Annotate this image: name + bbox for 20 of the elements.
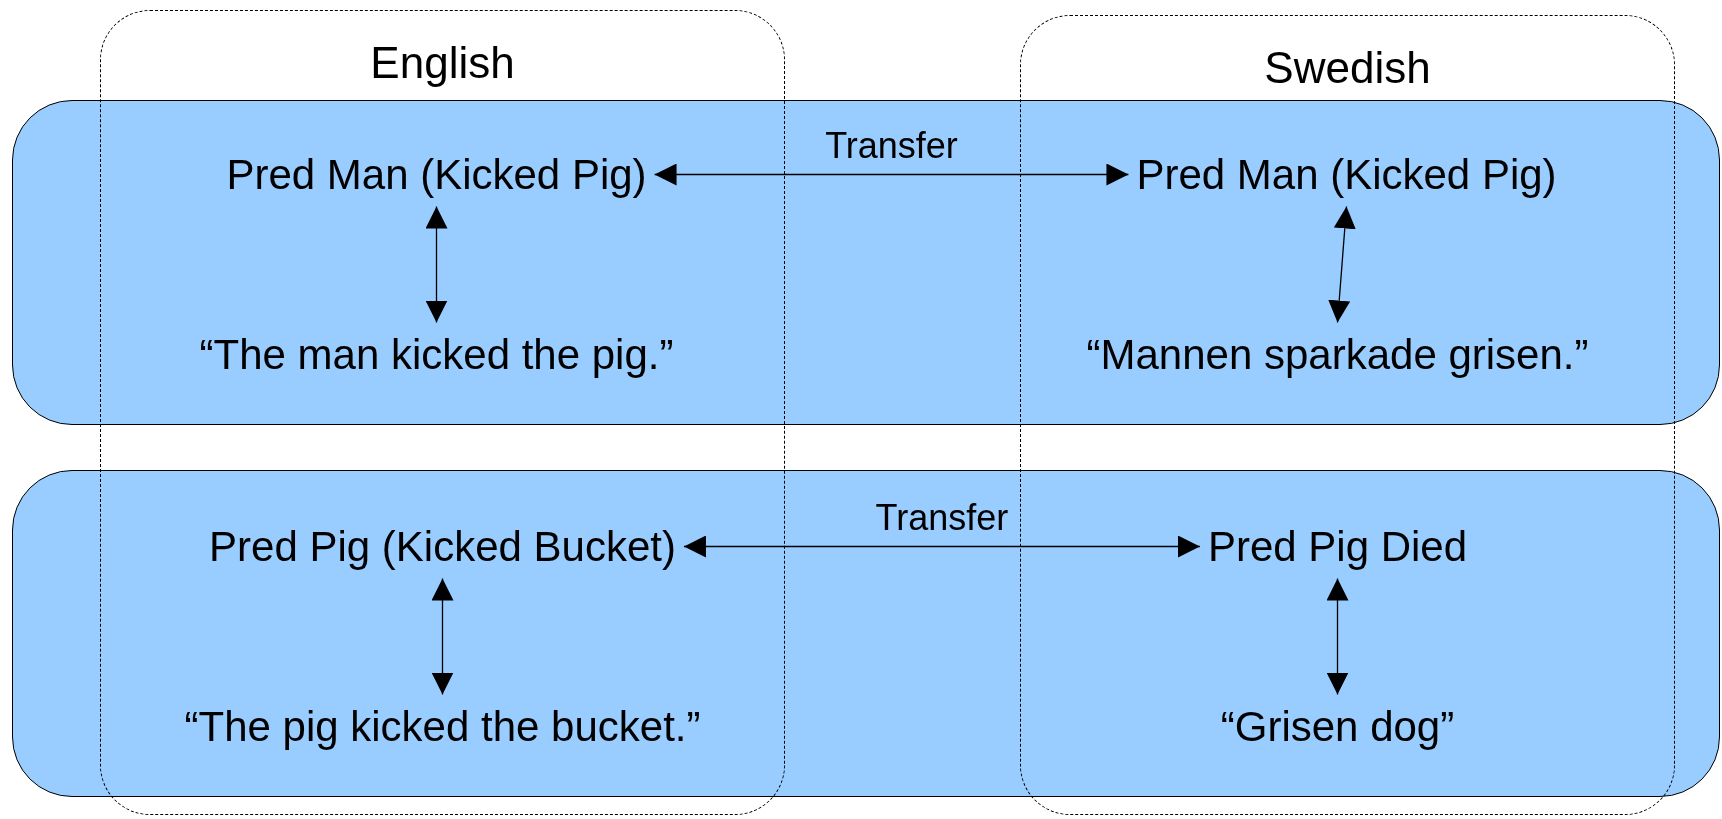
edge-label: Transfer [875, 496, 1009, 539]
node-text: “The man kicked the pig.” [199, 330, 674, 379]
double-arrow [431, 577, 454, 696]
node-text: Pred Man (Kicked Pig) [226, 150, 647, 199]
node-text: “Grisen dog” [1220, 702, 1455, 751]
double-arrow [425, 205, 448, 324]
node-text: “The pig kicked the bucket.” [184, 702, 701, 751]
edge-label: Transfer [825, 124, 958, 167]
column-heading: English [370, 38, 515, 88]
column-heading: Swedish [1264, 43, 1431, 93]
node-text: Pred Pig Died [1207, 522, 1468, 571]
double-arrow [683, 535, 1201, 558]
band-box [12, 470, 1720, 797]
band-box [12, 100, 1720, 425]
double-arrow [1326, 577, 1349, 696]
node-text: “Mannen sparkade grisen.” [1086, 330, 1589, 379]
double-arrow [1328, 205, 1356, 324]
double-arrow [653, 163, 1130, 186]
node-text: Pred Man (Kicked Pig) [1136, 150, 1557, 199]
node-text: Pred Pig (Kicked Bucket) [209, 522, 676, 571]
